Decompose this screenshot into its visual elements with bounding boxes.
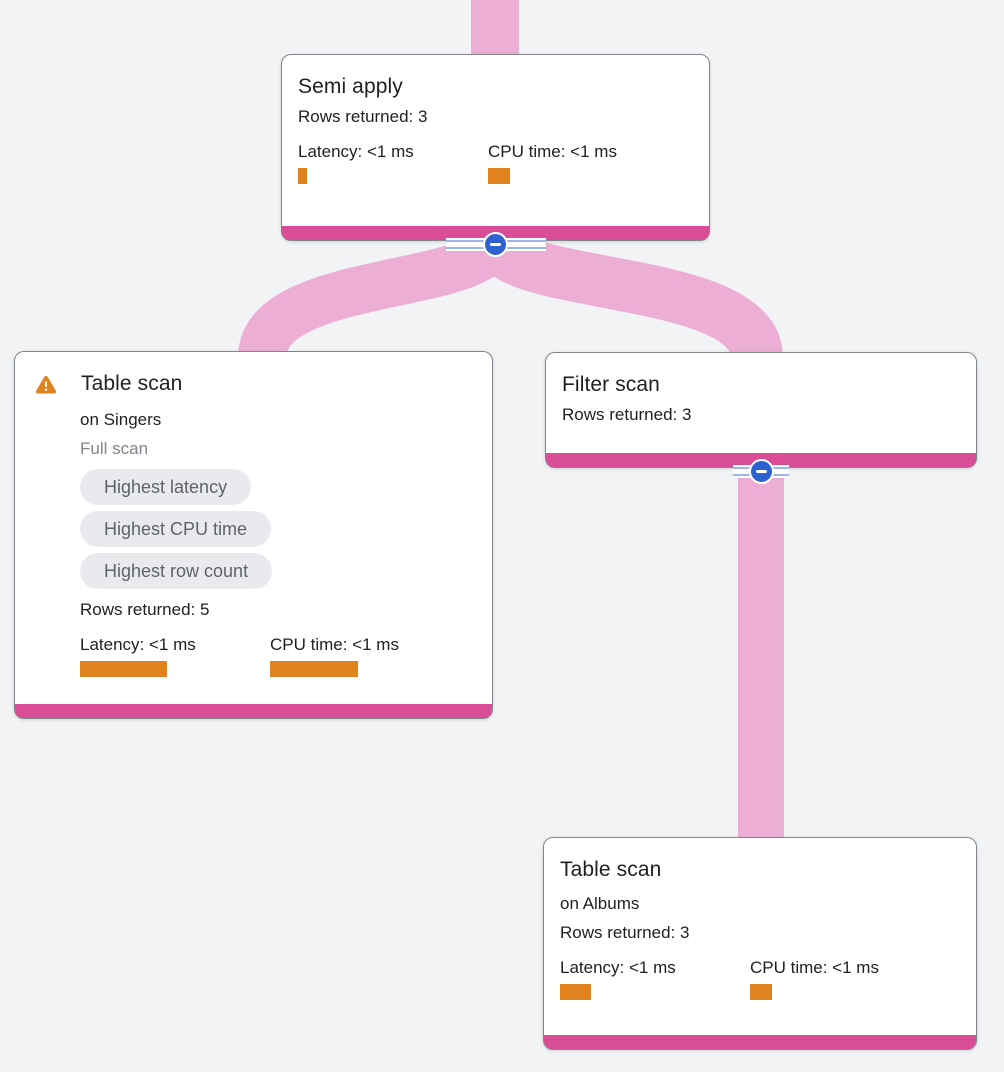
node-header: Table scan <box>31 369 476 399</box>
accent-bar <box>15 704 492 718</box>
metrics-row: Latency: <1 ms CPU time: <1 ms <box>560 955 960 1000</box>
metrics-row: Latency: <1 ms CPU time: <1 ms <box>80 632 476 677</box>
node-table-scan-albums[interactable]: Table scan on Albums Rows returned: 3 La… <box>543 837 977 1050</box>
cpu-label: CPU time: <1 ms <box>270 635 399 654</box>
latency-bar <box>560 984 591 1000</box>
latency-label: Latency: <1 ms <box>560 958 676 977</box>
cpu-bar <box>750 984 772 1000</box>
badge-highest-cpu-time: Highest CPU time <box>80 511 272 547</box>
node-title: Filter scan <box>562 373 660 396</box>
latency-metric: Latency: <1 ms <box>80 632 270 677</box>
latency-bar <box>298 168 307 184</box>
accent-bar <box>544 1035 976 1049</box>
node-table-scan-singers[interactable]: Table scan on Singers Full scan Highest … <box>14 351 493 719</box>
latency-metric: Latency: <1 ms <box>560 955 750 1000</box>
node-subtitle: on Singers <box>80 410 162 429</box>
collapse-minus-icon <box>748 458 774 484</box>
node-title: Semi apply <box>298 75 403 98</box>
node-title: Table scan <box>81 372 183 395</box>
latency-label: Latency: <1 ms <box>298 142 414 161</box>
cpu-metric: CPU time: <1 ms <box>488 139 678 184</box>
cpu-bar <box>488 168 510 184</box>
node-filter-scan[interactable]: Filter scan Rows returned: 3 <box>545 352 977 484</box>
cpu-bar <box>270 661 358 677</box>
collapse-button[interactable] <box>733 458 789 484</box>
badge-highest-latency: Highest latency <box>80 469 252 505</box>
rows-returned: Rows returned: 3 <box>560 923 690 942</box>
badge-list: Highest latency Highest CPU time Highest… <box>80 469 476 589</box>
node-semi-apply[interactable]: Semi apply Rows returned: 3 Latency: <1 … <box>281 54 710 257</box>
rows-returned: Rows returned: 3 <box>562 405 692 424</box>
metrics-row: Latency: <1 ms CPU time: <1 ms <box>298 139 693 184</box>
link-semi-apply-to-filter-scan <box>469 227 783 362</box>
latency-bar <box>80 661 167 677</box>
collapse-minus-icon <box>483 231 508 257</box>
warning-icon <box>35 375 57 394</box>
full-scan-note: Full scan <box>80 439 149 458</box>
rows-returned: Rows returned: 5 <box>80 600 210 619</box>
latency-label: Latency: <1 ms <box>80 635 196 654</box>
cpu-label: CPU time: <1 ms <box>488 142 617 161</box>
latency-metric: Latency: <1 ms <box>298 139 488 184</box>
cpu-label: CPU time: <1 ms <box>750 958 879 977</box>
node-subtitle: on Albums <box>560 894 640 913</box>
cpu-metric: CPU time: <1 ms <box>270 632 460 677</box>
rows-returned: Rows returned: 3 <box>298 107 428 126</box>
collapse-button[interactable] <box>445 231 546 257</box>
cpu-metric: CPU time: <1 ms <box>750 955 940 1000</box>
node-title: Table scan <box>560 858 662 881</box>
badge-highest-row-count: Highest row count <box>80 553 273 589</box>
